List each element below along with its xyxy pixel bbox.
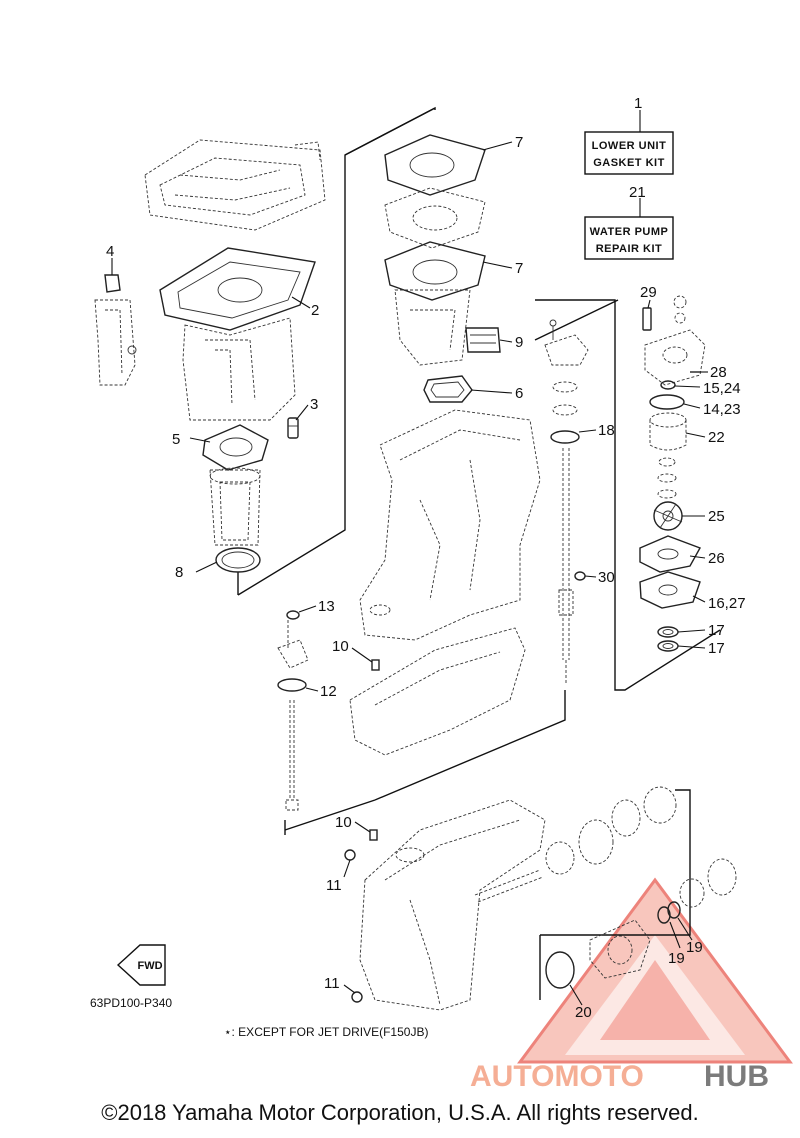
- gear-set: [545, 786, 737, 908]
- callout-16: 16,27: [708, 595, 746, 612]
- callout-12: 12: [320, 683, 337, 700]
- seal-17-lower: [657, 640, 679, 652]
- callout-5: 5: [172, 431, 180, 448]
- lower-casing: [359, 799, 546, 1011]
- gasket-kit-box: LOWER UNIT GASKET KIT: [584, 110, 674, 175]
- fwd-arrow: FWD: [116, 944, 166, 986]
- insert-cartridge-22: [649, 412, 687, 451]
- diagram-code: 63PD100-P340: [90, 996, 172, 1010]
- gasket-4-bracket: [94, 274, 137, 386]
- callout-4: 4: [106, 243, 114, 260]
- callout-29: 29: [640, 284, 657, 301]
- callout-2: 2: [311, 302, 319, 319]
- seal-17-upper: [657, 626, 679, 638]
- o-ring-20: [545, 951, 575, 989]
- drive-shaft-housing: [544, 319, 589, 416]
- callout-17-lower: 17: [708, 640, 725, 657]
- anti-cavitation-plate: [349, 627, 526, 756]
- screw-11b: [351, 991, 363, 1003]
- bearing-housing: [589, 919, 651, 979]
- callout-3: 3: [310, 396, 318, 413]
- callout-10a: 10: [332, 638, 349, 655]
- o-ring-18: [550, 430, 580, 444]
- callout-6: 6: [515, 385, 523, 402]
- bolt-29: [642, 307, 652, 331]
- callout-19-right: 19: [686, 939, 703, 956]
- gasket-5: [202, 424, 269, 471]
- plug-10b: [369, 829, 378, 841]
- screw-11a: [344, 849, 356, 861]
- muffler-body: [394, 289, 471, 366]
- callout-17-upper: 17: [708, 622, 725, 639]
- upper-casing-main: [359, 409, 541, 641]
- callout-15: 15,24: [703, 380, 741, 397]
- drive-shaft: [558, 448, 574, 685]
- gasket-7-lower: [384, 241, 486, 301]
- pump-kit-line2: REPAIR KIT: [596, 243, 663, 255]
- shift-rod: [285, 700, 299, 811]
- callouts: 1 21 4 2 3 5 7 7 9 6 18 8 30 13 10 12 10…: [106, 95, 746, 1021]
- callout-18: 18: [598, 422, 615, 439]
- callout-7-lower: 7: [515, 260, 523, 277]
- watermark-part1: AUTOMOTO: [470, 1060, 644, 1093]
- callout-8: 8: [175, 564, 183, 581]
- callout-20: 20: [575, 1004, 592, 1021]
- clip-30: [574, 571, 586, 581]
- o-ring-15: [660, 380, 676, 390]
- pump-housing: [644, 295, 706, 386]
- jet-drive-note: ⋆: EXCEPT FOR JET DRIVE(F150JB): [224, 1025, 428, 1039]
- o-ring-12: [277, 678, 307, 692]
- plate-26: [639, 535, 702, 573]
- oil-seal-19b: [667, 901, 681, 919]
- pump-kit-line1: WATER PUMP: [590, 226, 669, 238]
- gasket-8: [215, 547, 261, 573]
- seal-9: [465, 327, 501, 353]
- shift-rod-bushing: [277, 620, 309, 669]
- impeller-25: [653, 501, 683, 531]
- exhaust-guide: [182, 317, 296, 421]
- gasket-2: [159, 247, 316, 331]
- watermark-part2: HUB: [704, 1060, 769, 1093]
- assembly-frames: [237, 106, 721, 1000]
- callout-25: 25: [708, 508, 725, 525]
- watermark-logo: [517, 877, 793, 1064]
- o-ring-14: [649, 394, 685, 410]
- pump-small-parts: [657, 457, 677, 499]
- bolt-3: [287, 417, 299, 439]
- callout-11a: 11: [326, 877, 342, 894]
- seal-13: [286, 610, 300, 620]
- callout-22: 22: [708, 429, 725, 446]
- exhaust-tube: [209, 467, 261, 546]
- water-pump-kit-box: WATER PUMP REPAIR KIT: [584, 198, 674, 260]
- callout-30: 30: [598, 569, 615, 586]
- propeller-shaft: [474, 869, 544, 903]
- leader-lines: [111, 141, 708, 1006]
- watermark-text: AUTOMOTO HUB: [470, 1060, 769, 1093]
- exhaust-plate: [384, 187, 486, 249]
- callout-7-upper: 7: [515, 134, 523, 151]
- gasket-7-upper: [384, 134, 486, 196]
- fwd-label: FWD: [137, 960, 162, 972]
- plug-10a: [371, 659, 380, 671]
- copyright-footer: ©2018 Yamaha Motor Corporation, U.S.A. A…: [101, 1100, 699, 1125]
- gasket-kit-line2: GASKET KIT: [593, 157, 665, 169]
- callout-21: 21: [629, 184, 646, 201]
- callout-26: 26: [708, 550, 725, 567]
- gasket-kit-line1: LOWER UNIT: [592, 140, 667, 152]
- callout-10b: 10: [335, 814, 352, 831]
- upper-casing: [144, 139, 326, 231]
- callout-28: 28: [710, 364, 727, 381]
- callout-13: 13: [318, 598, 335, 615]
- callout-19-left: 19: [668, 950, 685, 967]
- callout-14: 14,23: [703, 401, 741, 418]
- callout-9: 9: [515, 334, 523, 351]
- callout-11b: 11: [324, 975, 340, 992]
- callout-1: 1: [634, 95, 642, 112]
- gasket-16: [639, 571, 701, 609]
- gasket-6: [423, 375, 473, 403]
